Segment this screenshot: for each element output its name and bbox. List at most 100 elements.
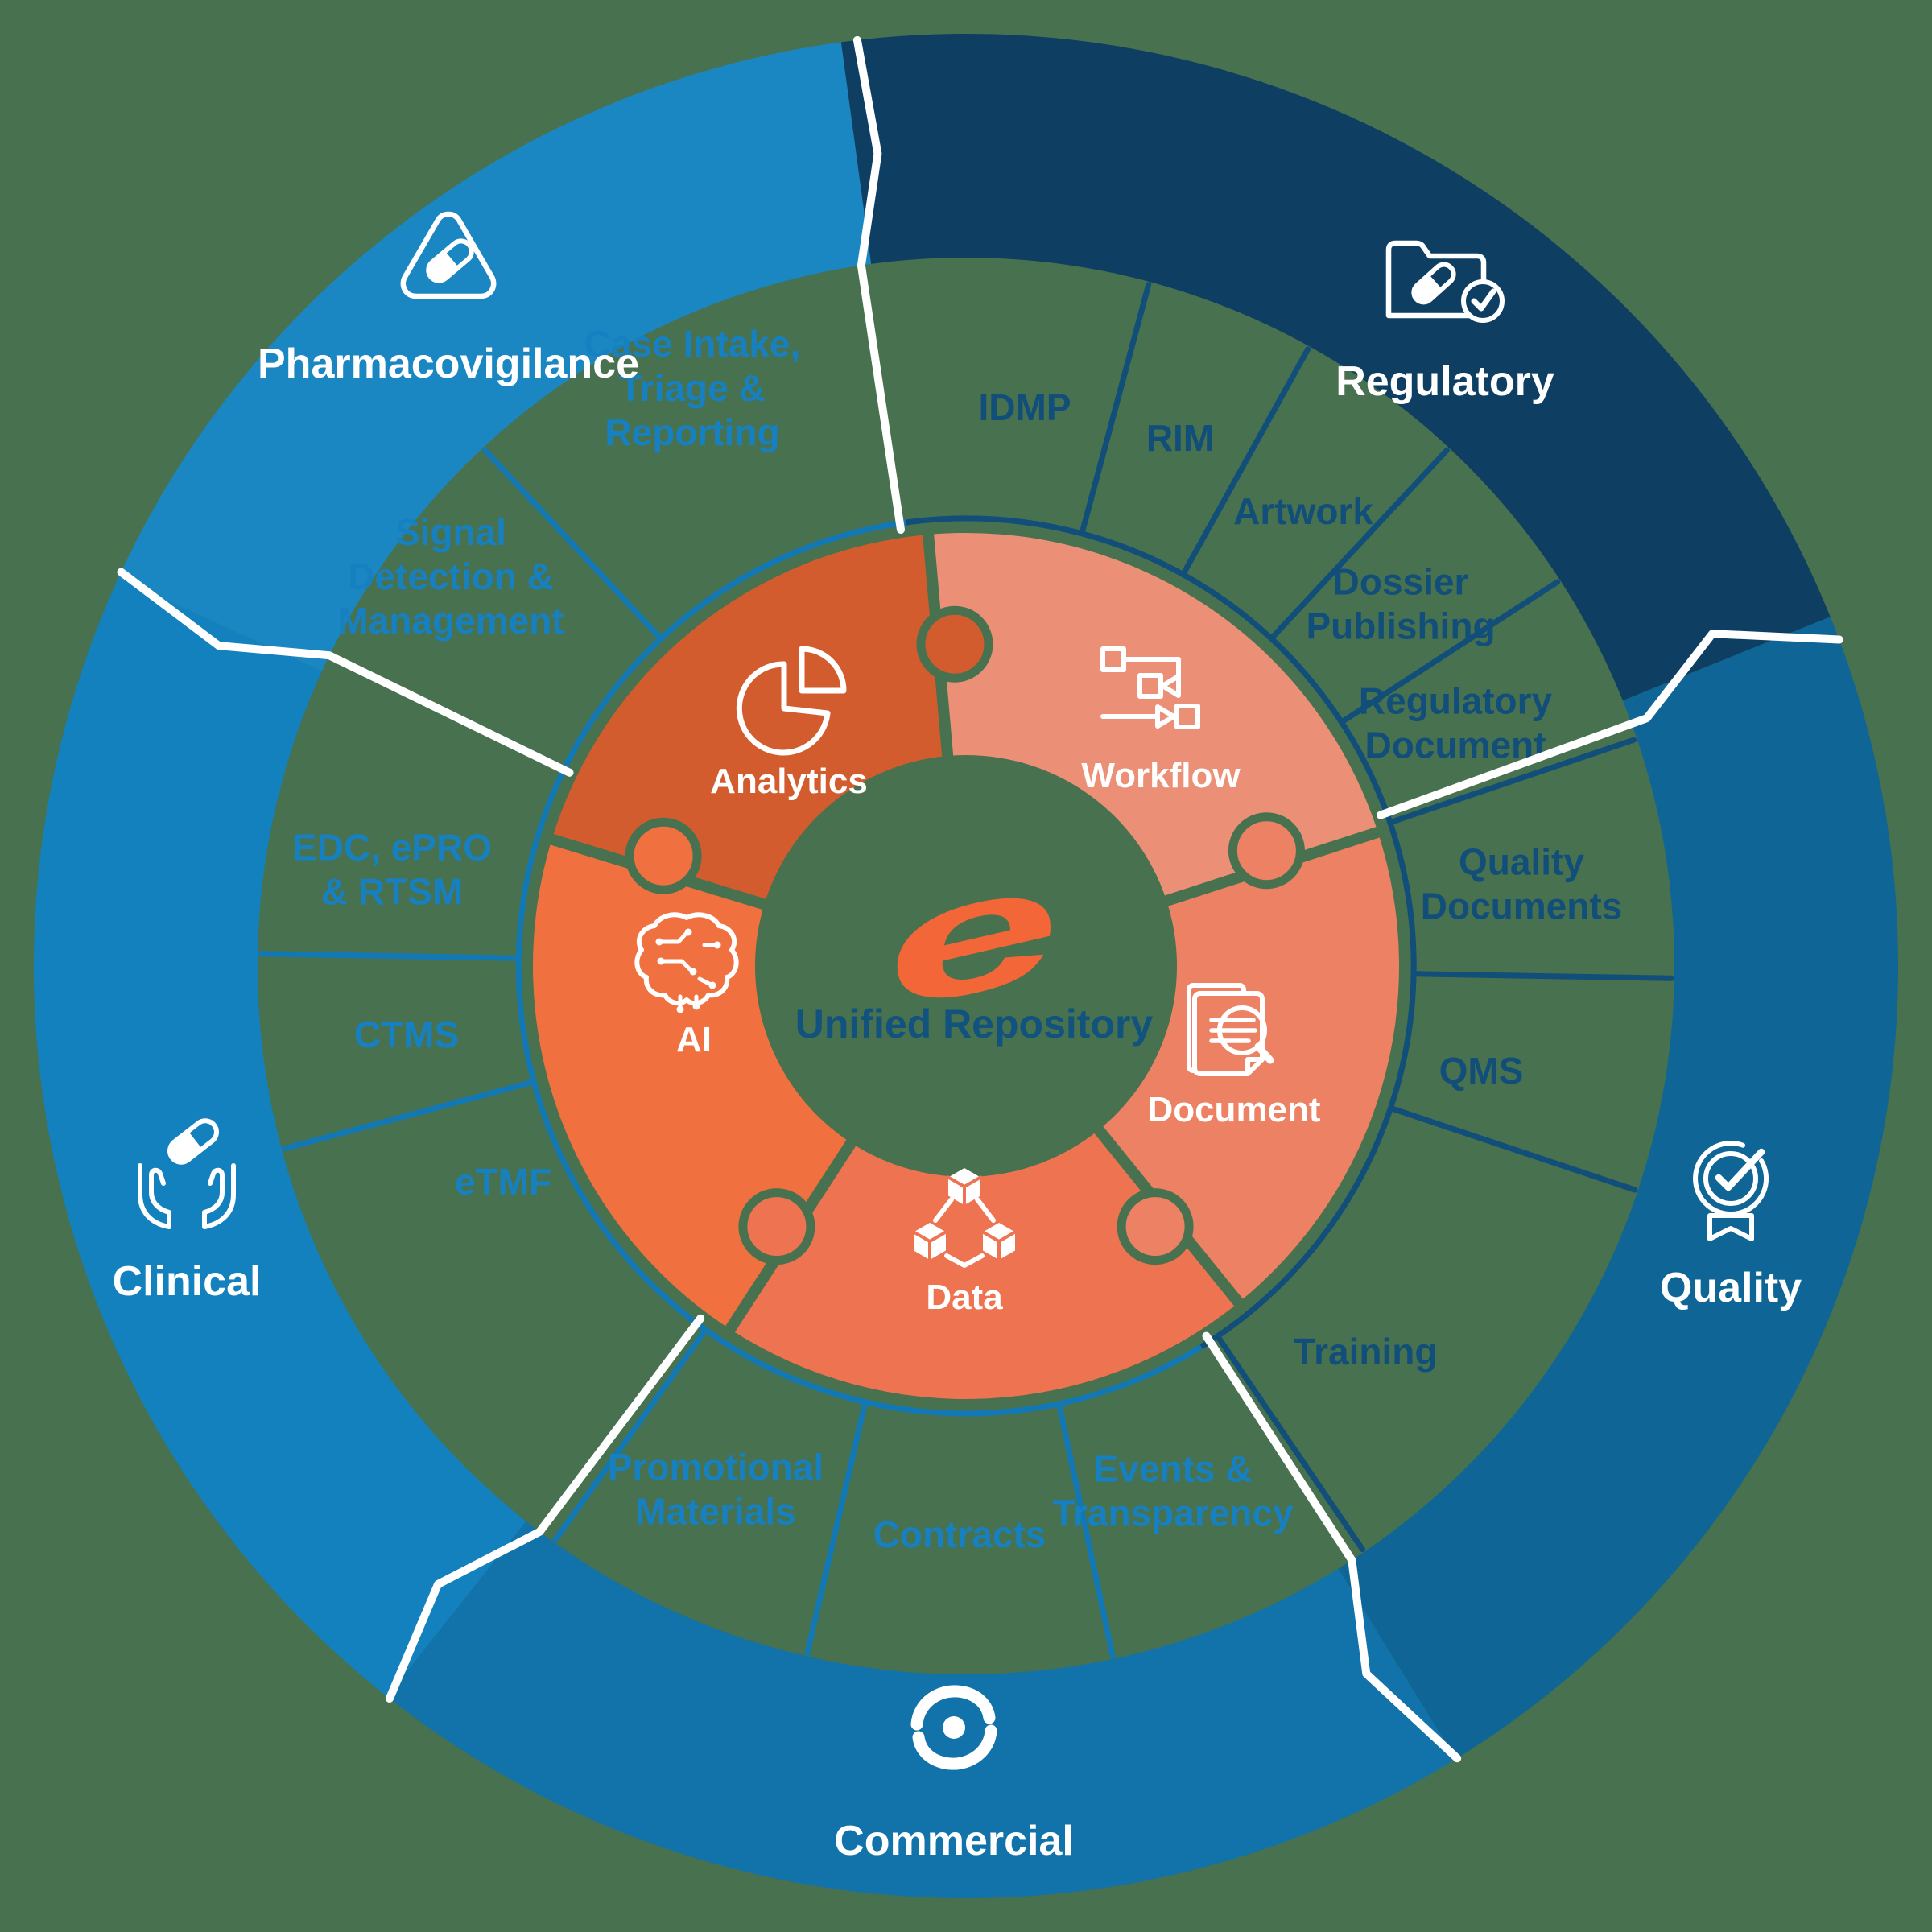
cube-2	[981, 1223, 1017, 1261]
folder-outline	[1385, 240, 1487, 319]
section-label-pharmacovigilance: Pharmacovigilance	[258, 341, 639, 387]
module-label-ctms: CTMS	[354, 1013, 459, 1055]
puzzle-knob	[738, 1188, 815, 1265]
center-label: Unified Repository	[795, 1001, 1154, 1046]
section-divider-clinical-pharmacovigilance	[117, 568, 574, 777]
module-label-artwork: Artwork	[1233, 490, 1373, 532]
flow-node-3	[1174, 704, 1200, 729]
circuit-node	[684, 928, 692, 936]
swoosh-top	[910, 1685, 996, 1731]
ribbon-banner	[1707, 1213, 1754, 1241]
section-divider-regulatory-quality	[1377, 630, 1843, 819]
section-label-quality: Quality	[1660, 1265, 1802, 1311]
flow-arrow-right	[1155, 704, 1176, 729]
section-divider-quality-commercial	[1202, 1331, 1462, 1763]
e-logo: e	[864, 828, 1079, 1043]
core-label-workflow: Workflow	[1081, 756, 1241, 795]
core-boundary-arc-blue	[515, 519, 1203, 1417]
module-label-idmp: IDMP	[979, 386, 1071, 428]
section-divider-commercial-clinical	[385, 1314, 705, 1703]
circuit-node	[708, 981, 716, 989]
capsule-split	[440, 250, 460, 271]
folded-corner	[1245, 1057, 1265, 1076]
core-label-analytics: Analytics	[710, 762, 868, 801]
circuit-node	[689, 968, 697, 976]
cube-connectors	[933, 1197, 996, 1268]
check-circle	[1461, 279, 1505, 323]
puzzle-knob	[1117, 1188, 1194, 1265]
module-divider-regulatory	[1080, 282, 1152, 534]
module-divider-clinical	[282, 1080, 534, 1152]
capsule-shape	[167, 1118, 219, 1165]
folder-pill-check-icon	[1385, 240, 1505, 323]
right-hand	[202, 1163, 236, 1229]
doc-magnifier-icon	[1187, 983, 1274, 1076]
core-label-ai: AI	[676, 1020, 712, 1059]
module-divider-regulatory	[1182, 346, 1311, 575]
flow-node-2	[1137, 673, 1163, 699]
flow-arrow-left	[1160, 674, 1181, 698]
core-piece-analytics	[551, 535, 948, 905]
outer-ring-pharmacovigilance	[118, 42, 872, 671]
outer-ring-regulatory	[840, 33, 1831, 701]
module-label-etmf: eTMF	[455, 1161, 551, 1203]
magnifier-lens	[1217, 1005, 1267, 1055]
triangle-outline	[400, 211, 497, 299]
circuit-node	[676, 1005, 684, 1013]
module-label-events-transparency: Events &Transparency	[1052, 1448, 1294, 1534]
center-dot	[943, 1716, 965, 1739]
module-divider-edge	[1389, 737, 1637, 824]
module-label-training: Training	[1294, 1331, 1438, 1373]
orbit-swoosh-icon	[910, 1685, 997, 1770]
core-label-data: Data	[926, 1278, 1003, 1317]
flowchart-icon	[1100, 646, 1200, 729]
circuit-node	[692, 1002, 700, 1010]
circuit-traces	[660, 932, 716, 1009]
module-divider-regulatory	[1270, 447, 1450, 639]
brain-circuit-icon	[634, 912, 739, 1013]
module-label-case-intake-triage-reporting: Case Intake,Triage &Reporting	[584, 323, 800, 453]
core-label-document: Document	[1147, 1090, 1320, 1129]
cube-edges	[981, 1230, 1017, 1261]
puzzle-knob	[916, 605, 993, 683]
cube-edges	[947, 1175, 982, 1207]
section-label-commercial: Commercial	[834, 1818, 1074, 1864]
capsule-split	[184, 1129, 203, 1154]
module-divider-regulatory	[1341, 579, 1561, 724]
module-label-edc-epro-rtsm: EDC, ePRO& RTSM	[292, 827, 492, 913]
puzzle-knob	[625, 817, 702, 894]
capsule-split	[1424, 274, 1443, 293]
hands-pill-icon	[138, 1118, 236, 1229]
left-hand	[138, 1163, 171, 1229]
capsule-shape	[1411, 262, 1456, 305]
check-mark	[1715, 1148, 1765, 1191]
core-piece-data	[730, 1129, 1239, 1399]
pill-triangle-icon	[400, 211, 497, 299]
module-divider-commercial	[1056, 1404, 1116, 1659]
puzzle-knob	[1228, 812, 1305, 890]
swoosh-bottom	[912, 1724, 997, 1770]
check-badge-icon	[1693, 1141, 1769, 1241]
outer-ring-clinical	[33, 577, 526, 1697]
pie-body	[736, 661, 831, 756]
outer-ring-quality	[1338, 617, 1899, 1760]
cube-1	[912, 1223, 947, 1261]
cube-edges	[912, 1230, 947, 1261]
cubes-network-icon	[912, 1168, 1017, 1268]
module-divider-edge	[552, 1329, 707, 1542]
module-divider-clinical	[258, 951, 518, 961]
section-label-regulatory: Regulatory	[1335, 358, 1554, 405]
module-divider-edge	[1216, 1335, 1365, 1552]
circuit-node	[713, 941, 721, 949]
module-divider-quality	[1390, 1106, 1638, 1193]
pie-chart-icon	[736, 646, 847, 756]
magnifier-handle	[1254, 1042, 1274, 1064]
check-mark	[1471, 288, 1496, 312]
circuit-node	[657, 957, 665, 965]
section-label-clinical: Clinical	[113, 1258, 262, 1305]
